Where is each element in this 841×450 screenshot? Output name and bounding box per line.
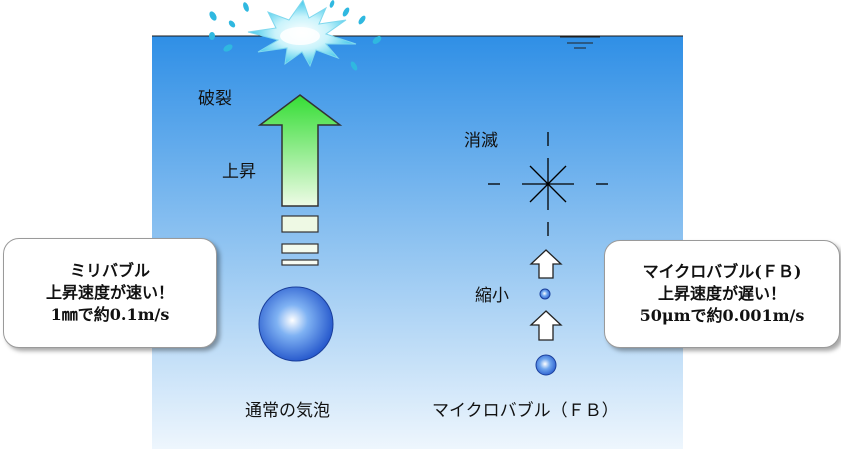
callout-right-speed: 上昇速度が遅い！ bbox=[657, 284, 786, 303]
micro-bubble-small bbox=[539, 288, 551, 300]
water-body bbox=[152, 36, 683, 449]
vanish-burst-icon bbox=[488, 132, 608, 236]
burst-label: 破裂 bbox=[198, 89, 232, 109]
micro-bubble-label: マイクロバブル（ＦＢ） bbox=[432, 401, 619, 421]
rise-arrow bbox=[257, 94, 343, 207]
burst-splash-icon bbox=[209, 0, 382, 71]
callout-left-title: ミリバブル bbox=[69, 261, 150, 280]
normal-bubble-label: 通常の気泡 bbox=[245, 401, 330, 421]
millibubble-callout: ミリバブル 上昇速度が速い！ 1㎜で約0.1m/s bbox=[3, 238, 217, 348]
callout-left-value: 1㎜で約0.1m/s bbox=[50, 305, 170, 324]
micro-bubble bbox=[535, 354, 557, 376]
rise-trail-segment bbox=[281, 259, 319, 266]
micro-rise-arrow-lower bbox=[529, 310, 563, 341]
normal-bubble bbox=[258, 286, 334, 362]
microbubble-callout: マイクロバブル(ＦＢ) 上昇速度が遅い！ 50μmで約0.001m/s bbox=[604, 240, 840, 348]
water-level-icon bbox=[560, 36, 600, 49]
shrink-label: 縮小 bbox=[475, 286, 509, 306]
rise-label: 上昇 bbox=[222, 162, 256, 182]
callout-left-speed: 上昇速度が速い！ bbox=[45, 283, 174, 302]
rise-trail-segment bbox=[281, 215, 319, 233]
callout-right-value: 50μmで約0.001m/s bbox=[639, 306, 805, 325]
micro-rise-arrow-upper bbox=[529, 249, 563, 279]
vanish-label: 消滅 bbox=[464, 131, 498, 151]
rise-trail-segment bbox=[281, 243, 319, 254]
callout-right-title: マイクロバブル(ＦＢ) bbox=[642, 262, 802, 281]
